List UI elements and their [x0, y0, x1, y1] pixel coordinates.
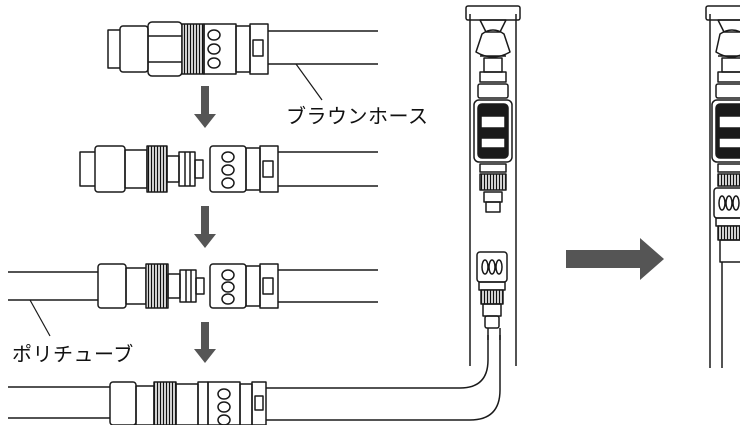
- poly-tube-label: ポリチューブ: [12, 342, 134, 366]
- down-arrow-icon: [194, 206, 216, 248]
- down-arrow-icon: [194, 86, 216, 128]
- faucet-panel-left: [465, 5, 521, 366]
- step1-assembly: [107, 21, 378, 101]
- down-arrow-icon: [194, 322, 216, 363]
- brown-hose-label: ブラウンホース: [286, 104, 429, 128]
- right-arrow-icon: [566, 238, 664, 280]
- step4-assembly: [8, 335, 501, 425]
- step2-assembly: [79, 145, 378, 193]
- step3-assembly: [8, 263, 378, 337]
- faucet-panel-right: [705, 5, 740, 368]
